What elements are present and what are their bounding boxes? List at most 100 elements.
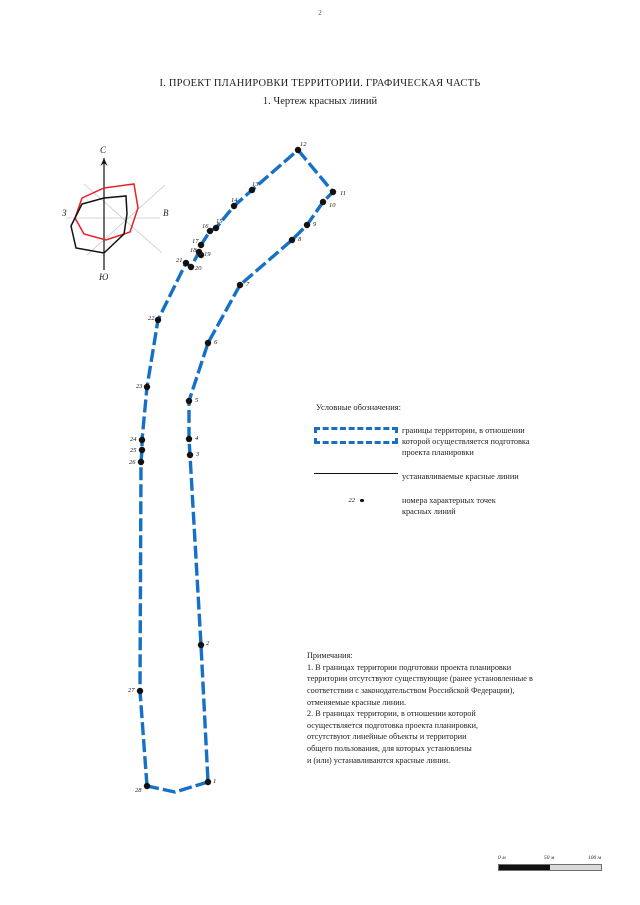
characteristic-point xyxy=(288,236,296,244)
point-number-label: 22 xyxy=(148,315,155,322)
characteristic-point xyxy=(204,778,212,786)
point-number-label: 20 xyxy=(195,265,202,272)
characteristic-point xyxy=(185,397,193,405)
characteristic-point xyxy=(206,227,214,235)
scale-bar-segment-dark xyxy=(499,865,550,870)
wind-rose-label-north: С xyxy=(100,145,107,155)
point-number-label: 26 xyxy=(129,459,136,466)
point-number-label: 5 xyxy=(195,397,199,404)
point-number-label: 18 xyxy=(190,247,197,254)
point-number-label: 7 xyxy=(246,281,250,288)
notes-block: Примечания: 1. В границах территории под… xyxy=(307,650,607,766)
point-number-label: 21 xyxy=(176,257,183,264)
numbered-point-icon: 22 xyxy=(349,497,364,504)
legend-title: Условные обозначения: xyxy=(316,402,402,412)
scale-bar-tick-label: 100 м xyxy=(588,855,602,861)
characteristic-point xyxy=(136,687,144,695)
characteristic-point xyxy=(138,436,146,444)
territory-boundary xyxy=(138,148,336,794)
scale-bar-graphic xyxy=(498,864,602,871)
title-main-line: I. ПРОЕКТ ПЛАНИРОВКИ ТЕРРИТОРИИ. ГРАФИЧЕ… xyxy=(159,78,481,89)
wind-rose-diagram: С В З Ю xyxy=(62,140,192,290)
characteristic-point xyxy=(182,259,190,267)
point-number-label: 9 xyxy=(313,221,317,228)
characteristic-point xyxy=(154,316,162,324)
characteristic-point xyxy=(197,641,205,649)
point-number-label: 2 xyxy=(206,640,210,647)
legend-symbol-wrapper xyxy=(310,425,402,444)
point-number-label: 11 xyxy=(340,190,347,197)
characteristic-point xyxy=(236,281,244,289)
point-number-label: 12 xyxy=(300,141,307,148)
notes-line: и (или) устанавливаются красные линии. xyxy=(307,755,451,765)
point-number-label: 19 xyxy=(204,251,211,258)
dashed-rectangle-icon xyxy=(314,427,398,444)
wind-rose-label-west: З xyxy=(62,208,67,218)
boundary-segment xyxy=(138,148,300,787)
point-number-label: 3 xyxy=(196,451,200,458)
notes-line: общего пользования, для которых установл… xyxy=(307,744,472,754)
characteristic-point xyxy=(248,186,256,194)
point-number-label: 14 xyxy=(231,197,238,204)
legend-label-red-lines: устанавливаемые красные линии xyxy=(402,472,519,482)
legend-sample-number: 22 xyxy=(348,497,356,505)
characteristic-point xyxy=(197,251,205,259)
characteristic-point xyxy=(138,446,146,454)
legend-symbol-wrapper xyxy=(310,471,402,475)
characteristic-point xyxy=(294,146,302,154)
boundary-segment xyxy=(146,780,209,794)
characteristic-point xyxy=(319,198,327,206)
notes-line: осуществляется подготовка проекта планир… xyxy=(307,720,479,730)
characteristic-point xyxy=(185,435,193,443)
notes-line: отменяемые красные линии. xyxy=(307,697,407,707)
legend-item-red-lines: устанавливаемые красные линии xyxy=(310,471,610,482)
point-number-label: 17 xyxy=(192,238,199,245)
boundary-segment xyxy=(187,148,336,783)
point-number-label: 28 xyxy=(135,787,142,794)
north-arrow-icon xyxy=(100,158,108,166)
wind-rose-label-east: В xyxy=(163,208,169,218)
characteristic-point xyxy=(212,224,220,232)
characteristic-point xyxy=(197,241,205,249)
page-title: I. ПРОЕКТ ПЛАНИРОВКИ ТЕРРИТОРИИ. ГРАФИЧЕ… xyxy=(0,78,640,107)
notes-lines: 1. В границах территории подготовки прое… xyxy=(307,662,607,767)
wind-rose-label-south: Ю xyxy=(99,272,109,282)
solid-line-icon xyxy=(314,473,398,475)
point-number-label: 27 xyxy=(128,687,135,694)
point-number-label: 15 xyxy=(216,218,223,225)
characteristic-point xyxy=(143,383,151,391)
point-number-label: 8 xyxy=(298,236,302,243)
scale-bar-tick-label: 0 м xyxy=(498,855,506,861)
characteristic-point xyxy=(143,782,151,790)
point-number-label: 1 xyxy=(213,778,217,785)
point-number-label: 6 xyxy=(214,339,218,346)
wind-rose-series-red xyxy=(74,183,139,241)
point-number-label: 13 xyxy=(252,181,259,188)
characteristic-point xyxy=(303,221,311,229)
point-dot-icon xyxy=(360,498,364,503)
scale-bar-segment-light xyxy=(550,865,601,870)
notes-line: 1. В границах территории подготовки прое… xyxy=(307,662,512,672)
characteristic-point xyxy=(186,451,194,459)
characteristic-point xyxy=(187,263,195,271)
legend-symbol-wrapper: 22 xyxy=(310,495,402,504)
notes-line: территории отсутствуют существующие (ран… xyxy=(307,674,533,684)
characteristic-points xyxy=(136,146,337,790)
wind-rose-svg xyxy=(66,158,166,270)
characteristic-point xyxy=(137,458,145,466)
point-number-label: 25 xyxy=(130,447,137,454)
point-number-label: 16 xyxy=(202,223,209,230)
notes-title: Примечания: xyxy=(307,651,353,660)
point-number-label: 10 xyxy=(329,202,336,209)
point-number-label: 24 xyxy=(130,436,137,443)
map-svg xyxy=(136,146,337,794)
notes-line: отсутствуют линейные объекты и территори… xyxy=(307,732,467,742)
